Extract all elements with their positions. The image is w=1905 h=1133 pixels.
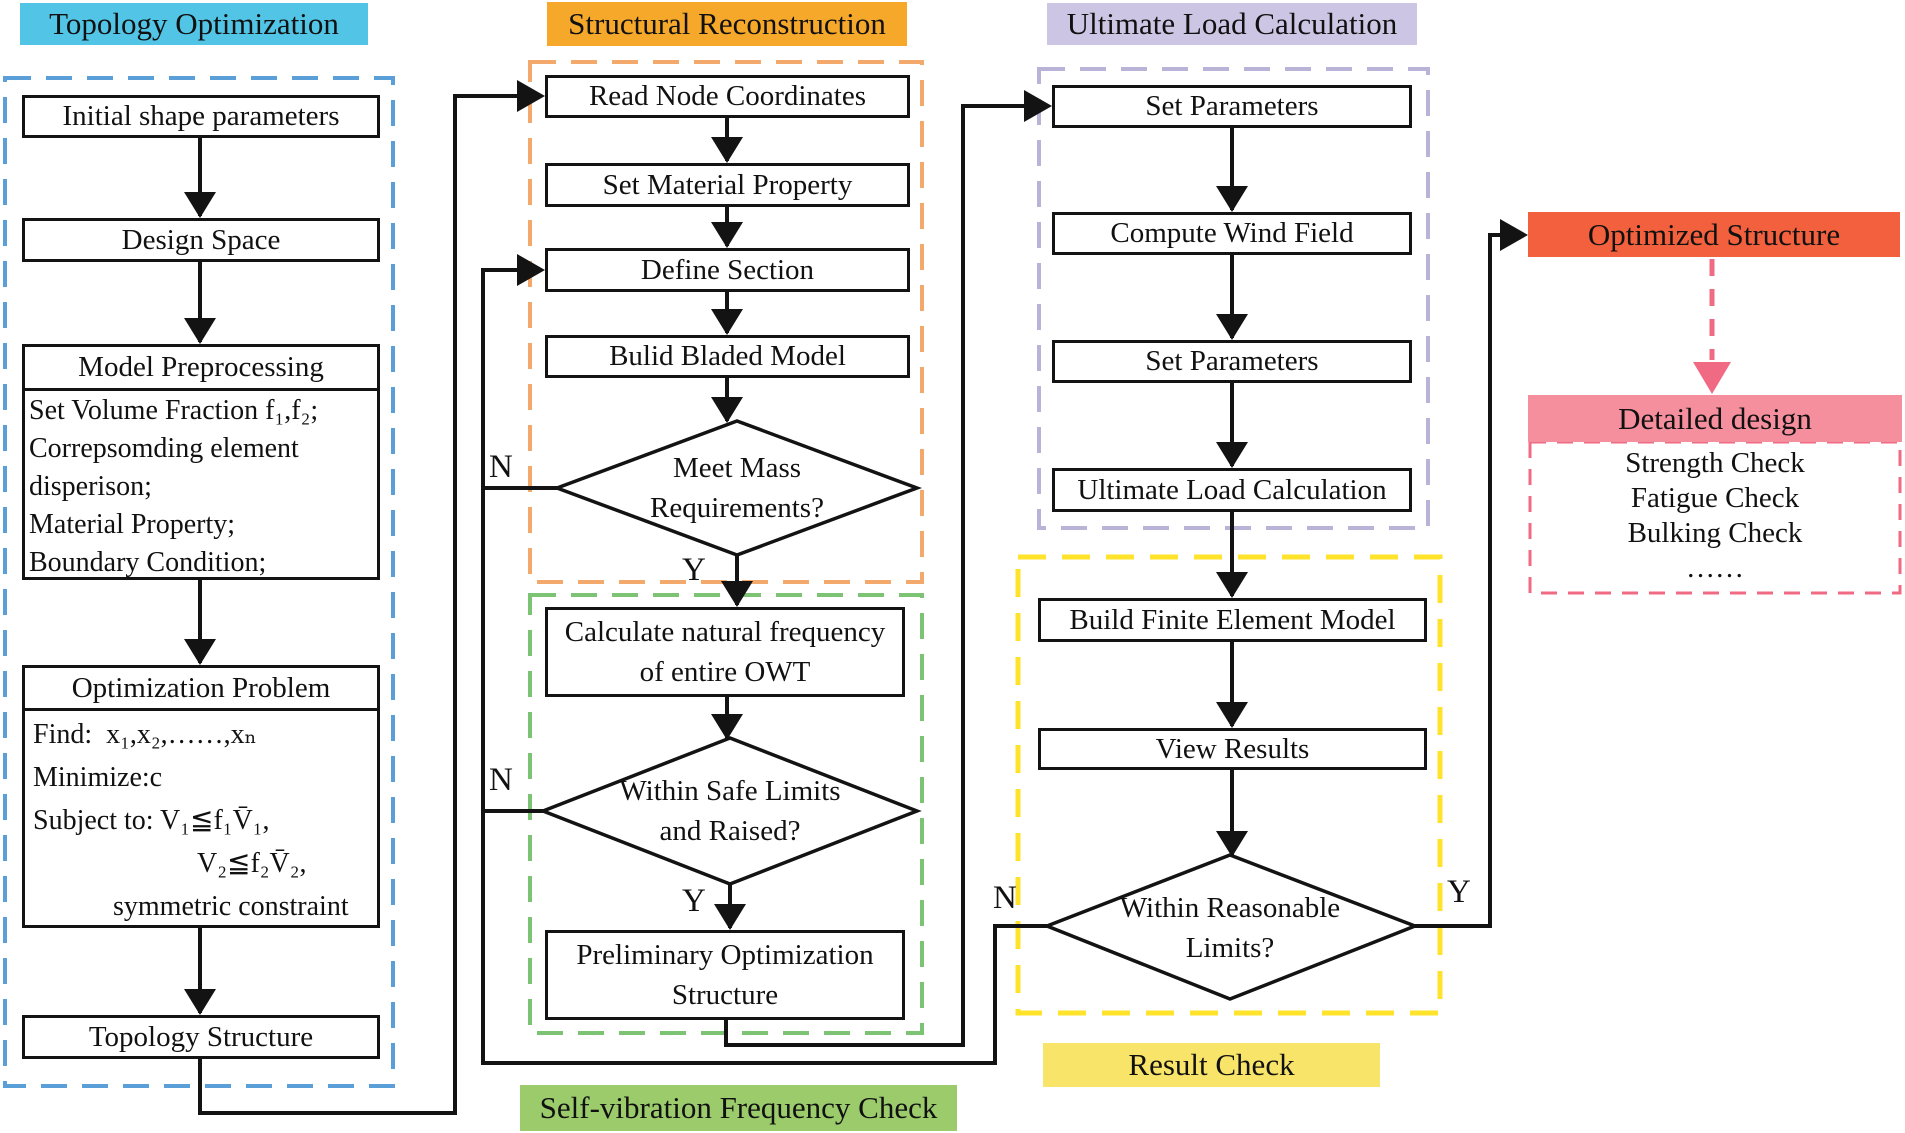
design-space-box: Design Space	[22, 218, 380, 262]
within-safe-yes-label: Y	[682, 883, 706, 919]
meet-mass-no-label: N	[489, 449, 513, 485]
set-parameters-box-2: Set Parameters	[1052, 340, 1412, 383]
optimization-problem-box: Optimization Problem Find: x₁,x₂,……,xₙ M…	[22, 665, 380, 928]
optimization-problem-line: symmetric constraint	[113, 891, 349, 922]
within-reasonable-line2: Limits?	[1185, 932, 1275, 964]
build-finite-element-model-box: Build Finite Element Model	[1038, 598, 1427, 642]
optimized-structure-box: Optimized Structure	[1528, 212, 1900, 257]
model-preprocessing-line: Material Property;	[29, 509, 236, 540]
topology-optimization-header: Topology Optimization	[20, 3, 368, 45]
meet-mass-yes-label: Y	[682, 552, 706, 588]
model-preprocessing-line: Correpsomding element	[29, 433, 299, 464]
optimization-problem-line: Find: x₁,x₂,……,xₙ	[33, 719, 257, 750]
meet-mass-line2: Requirements?	[650, 492, 824, 524]
ultimate-load-calculation-header: Ultimate Load Calculation	[1047, 3, 1417, 45]
ultimate-load-calculation-box: Ultimate Load Calculation	[1052, 468, 1412, 512]
arrowheads	[184, 80, 1528, 1015]
within-reasonable-yes-label: Y	[1447, 874, 1471, 910]
set-material-property-box: Set Material Property	[545, 163, 910, 207]
optimization-problem-line: V₂≦f₂V̄₂,	[197, 848, 307, 879]
preliminary-line1: Preliminary Optimization	[576, 939, 874, 971]
structural-reconstruction-header: Structural Reconstruction	[547, 2, 907, 46]
meet-mass-diamond-text: Meet Mass Requirements?	[567, 444, 907, 532]
set-parameters-box-1: Set Parameters	[1052, 85, 1412, 128]
within-safe-line1: Within Safe Limits	[619, 775, 841, 807]
check-item: Strength Check	[1625, 447, 1805, 479]
model-preprocessing-line: Set Volume Fraction f₁,f₂;	[29, 395, 319, 426]
initial-shape-parameters-box: Initial shape parameters	[22, 95, 380, 138]
within-reasonable-diamond	[1042, 853, 1420, 1001]
within-safe-diamond-text: Within Safe Limits and Raised?	[560, 768, 900, 854]
meet-mass-diamond	[551, 419, 923, 557]
view-results-box: View Results	[1038, 728, 1427, 770]
within-safe-line2: and Raised?	[659, 815, 801, 847]
detailed-dashed-region	[1528, 440, 1902, 595]
calc-freq-line2: of entire OWT	[639, 656, 811, 688]
model-preprocessing-box: Model Preprocessing Set Volume Fraction …	[22, 344, 380, 580]
detailed-design-checks: Strength Check Fatigue Check Bulking Che…	[1530, 446, 1900, 590]
detailed-design-arrowhead	[1693, 362, 1731, 394]
check-item: Fatigue Check	[1630, 482, 1800, 514]
check-item: Bulking Check	[1627, 517, 1803, 549]
optimization-problem-line: Minimize:c	[33, 762, 163, 793]
model-preprocessing-title: Model Preprocessing	[25, 347, 377, 391]
calc-freq-line1: Calculate natural frequency	[564, 616, 886, 648]
preliminary-optimization-structure-box: Preliminary Optimization Structure	[545, 930, 905, 1020]
read-node-coordinates-box: Read Node Coordinates	[545, 75, 910, 118]
topology-structure-box: Topology Structure	[22, 1015, 380, 1059]
bulid-bladed-model-box: Bulid Bladed Model	[545, 335, 910, 378]
result-check-label: Result Check	[1043, 1043, 1380, 1087]
define-section-box: Define Section	[545, 248, 910, 292]
within-safe-no-label: N	[489, 762, 513, 798]
preliminary-line2: Structure	[671, 979, 779, 1011]
self-vibration-frequency-check-label: Self-vibration Frequency Check	[520, 1085, 957, 1131]
check-item: ……	[1686, 552, 1744, 584]
calculate-natural-frequency-box: Calculate natural frequency of entire OW…	[545, 607, 905, 697]
optimization-problem-title: Optimization Problem	[25, 668, 377, 711]
detailed-design-header: Detailed design	[1528, 395, 1902, 442]
within-reasonable-diamond-text: Within Reasonable Limits?	[1060, 886, 1400, 970]
within-safe-diamond	[538, 736, 922, 886]
optimization-problem-line: Subject to: V₁≦f₁V̄₁,	[33, 805, 270, 836]
within-reasonable-line1: Within Reasonable	[1119, 892, 1341, 924]
meet-mass-line1: Meet Mass	[672, 452, 802, 484]
model-preprocessing-line: Boundary Condition;	[29, 547, 267, 578]
compute-wind-field-box: Compute Wind Field	[1052, 212, 1412, 255]
model-preprocessing-line: disperison;	[29, 471, 152, 502]
decision-diamonds	[538, 419, 1420, 1001]
within-reasonable-no-label: N	[993, 880, 1017, 916]
